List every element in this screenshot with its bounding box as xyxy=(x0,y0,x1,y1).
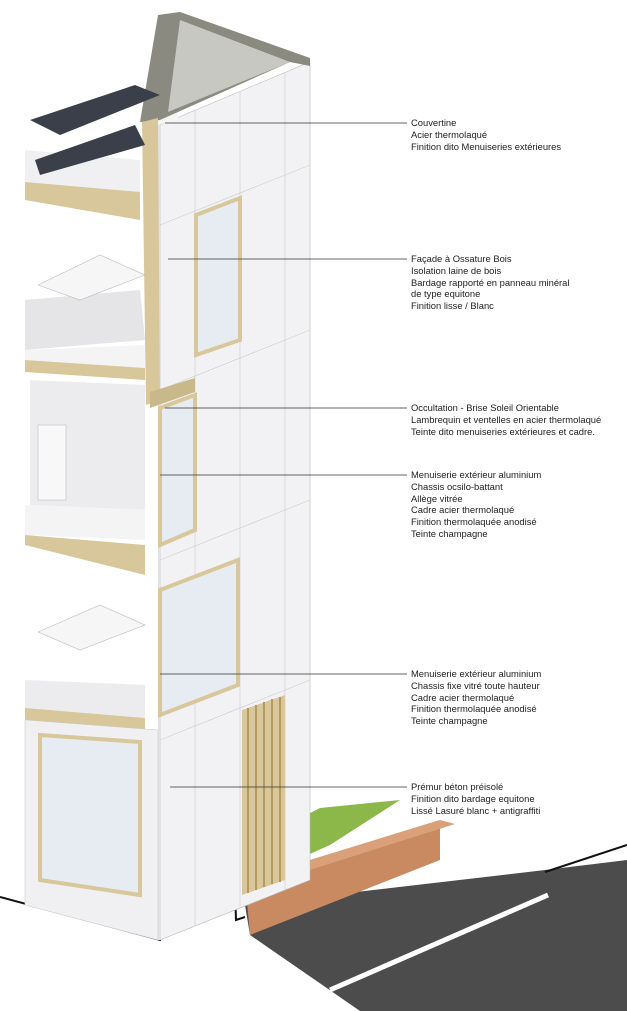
annotation-premur: Prémur béton préisolé Finition dito bard… xyxy=(411,781,540,816)
annotation-line: Couvertine xyxy=(411,117,457,128)
annotation-line: Façade à Ossature Bois xyxy=(411,253,512,264)
annotation-line: Allège vitrée xyxy=(411,492,463,504)
annotation-line: Lambrequin et ventelles en acier thermol… xyxy=(411,413,602,425)
annotation-line: Menuiserie extérieur aluminium xyxy=(411,668,542,679)
annotation-line: Cadre acier thermolaqué xyxy=(411,691,515,703)
annotation-facade: Façade à Ossature Bois Isolation laine d… xyxy=(411,253,569,312)
stone-wall xyxy=(245,820,440,935)
road-marking xyxy=(329,892,549,993)
annotation-couvertine: Couvertine Acier thermolaqué Finition di… xyxy=(411,117,561,152)
annotation-line: Lissé Lasuré blanc + antigraffiti xyxy=(411,804,541,816)
window-upper xyxy=(194,195,242,358)
window-mid xyxy=(158,392,197,549)
annotation-line: Finition thermolaquée anodisé xyxy=(411,516,537,528)
window-lower xyxy=(158,557,240,718)
annotation-line: Isolation laine de bois xyxy=(411,264,502,276)
brise-soleil xyxy=(150,378,195,408)
annotation-line: Chassis ocsilo-battant xyxy=(411,480,503,492)
annotation-line: Teinte dito menuiseries extérieures et c… xyxy=(411,425,595,437)
balcony-3 xyxy=(25,380,145,575)
annotation-line: Finition dito Menuiseries extérieures xyxy=(411,140,562,152)
annotation-line: Bardage rapporté en panneau minéral xyxy=(411,276,570,288)
annotation-line: Chassis fixe vitré toute hauteur xyxy=(411,679,540,691)
annotation-line: Prémur béton préisolé xyxy=(411,781,504,792)
annotation-line: de type equitone xyxy=(411,288,481,300)
coping-inner xyxy=(168,20,290,112)
annotation-line: Teinte champagne xyxy=(411,715,488,727)
ground-line-right xyxy=(544,844,627,873)
annotation-line: Occultation - Brise Soleil Orientable xyxy=(411,402,559,413)
annotation-line: Acier thermolaqué xyxy=(411,128,488,140)
annotation-line: Finition lisse / Blanc xyxy=(411,300,494,312)
slatted-door xyxy=(242,695,285,895)
annotation-line: Finition thermolaquée anodisé xyxy=(411,703,537,715)
frame-post xyxy=(142,118,160,405)
balcony-2 xyxy=(25,254,146,380)
balcony-top xyxy=(25,85,160,220)
annotation-line: Teinte champagne xyxy=(411,527,488,539)
annotation-line: Menuiserie extérieur aluminium xyxy=(411,469,542,480)
annotation-occultation: Occultation - Brise Soleil Orientable La… xyxy=(411,402,601,437)
annotation-menuiserie-1: Menuiserie extérieur aluminium Chassis o… xyxy=(411,469,541,540)
annotation-menuiserie-2: Menuiserie extérieur aluminium Chassis f… xyxy=(411,668,541,727)
annotation-line: Finition dito bardage equitone xyxy=(411,792,535,804)
ground-floor xyxy=(24,719,159,941)
annotation-line: Cadre acier thermolaqué xyxy=(411,504,515,516)
balcony-4 xyxy=(25,604,146,730)
leader-lines xyxy=(160,122,407,788)
